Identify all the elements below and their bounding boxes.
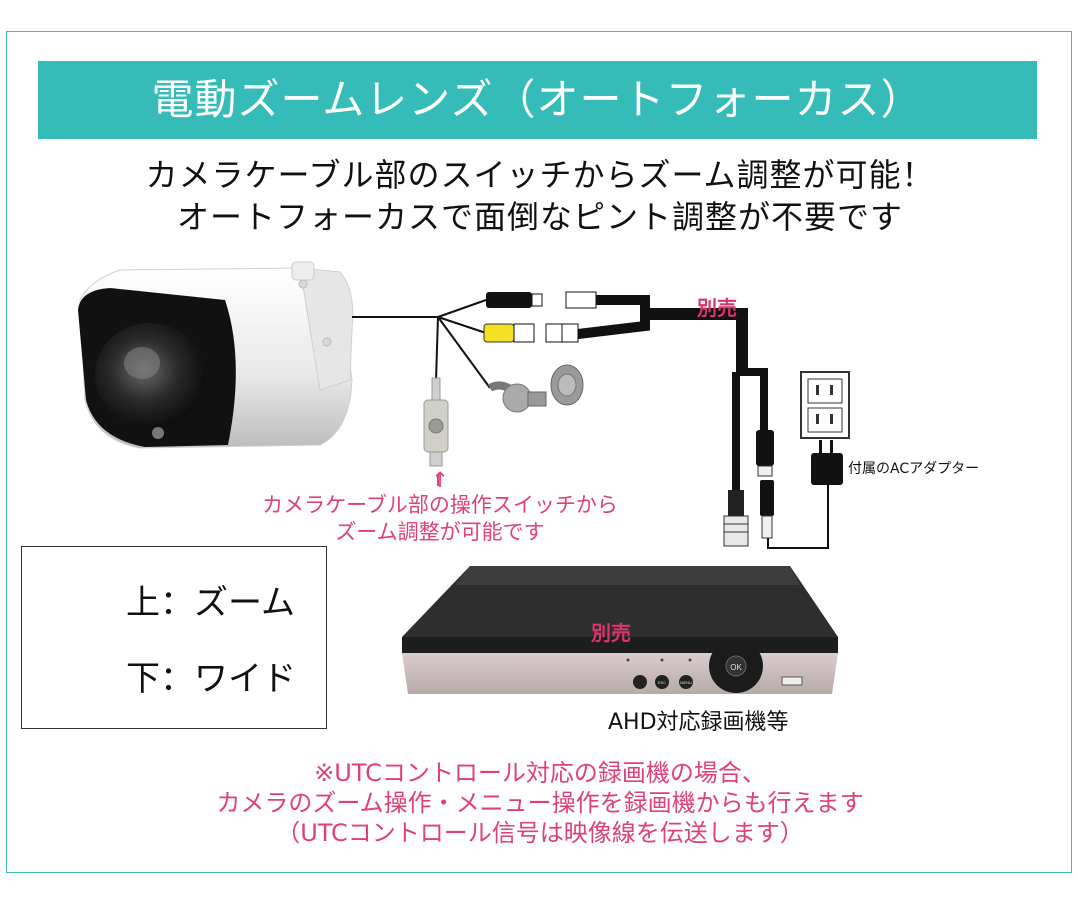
wide-direction-label: 下：ワイド xyxy=(126,659,296,699)
bnc-plug xyxy=(723,490,749,547)
sold-separately-cable-label: 別売 xyxy=(697,296,737,320)
subtitle-line-1: カメラケーブル部のスイッチからズーム調整が可能！ xyxy=(145,156,935,194)
switch-caption-line-1: カメラケーブル部の操作スイッチから xyxy=(262,493,618,517)
camera-illustration xyxy=(78,261,354,449)
ac-adapter xyxy=(811,440,843,485)
video-connector xyxy=(483,323,579,343)
ac-adapter-label: 付属のACアダプター xyxy=(848,461,980,477)
title-banner: 電動ズームレンズ（オートフォーカス） xyxy=(38,61,1037,139)
wall-outlet xyxy=(800,371,850,439)
switch-pointer-arrow: ↑ xyxy=(431,468,449,492)
network-connector xyxy=(487,364,584,413)
menu-button-label: MENU xyxy=(680,680,692,685)
note-line-2: カメラのズーム操作・メニュー操作を録画機からも行えます xyxy=(216,789,864,817)
sold-separately-recorder-label: 別売 xyxy=(591,621,631,645)
zoom-direction-label: 上：ズーム xyxy=(126,583,295,623)
recorder-illustration xyxy=(402,566,838,694)
dc-jack xyxy=(756,430,774,539)
subtitle-line-2: オートフォーカスで面倒なピント調整が不要です xyxy=(176,198,903,236)
recorder-label: AHD対応録画機等 xyxy=(608,710,789,735)
esc-button-label: ESC xyxy=(658,680,666,685)
dc-connector xyxy=(486,291,597,309)
diagram-frame xyxy=(6,31,1072,873)
zoom-switch-illustration xyxy=(423,377,449,467)
note-line-1: ※UTCコントロール対応の録画機の場合、 xyxy=(314,759,766,787)
ok-button-label: OK xyxy=(730,663,742,672)
note-line-3: （UTCコントロール信号は映像線を伝送します） xyxy=(276,819,804,847)
zoom-switch-inset: 上：ズーム 下：ワイド xyxy=(21,546,327,729)
switch-caption-line-2: ズーム調整が可能です xyxy=(335,520,545,544)
